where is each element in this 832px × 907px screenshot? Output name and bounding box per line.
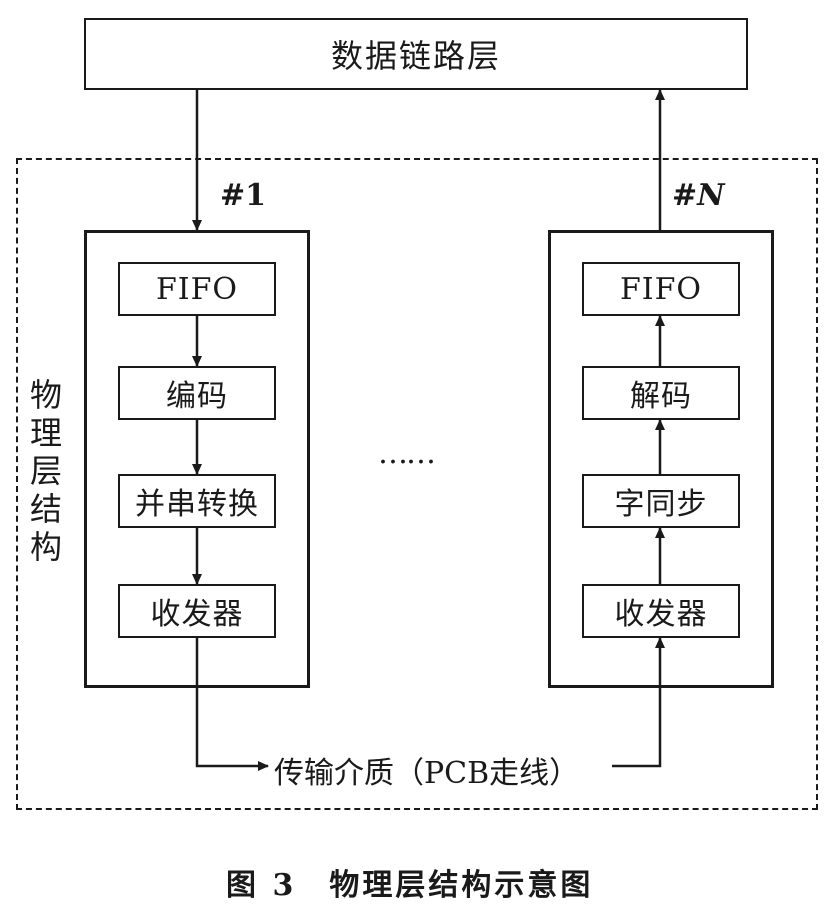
lane-n-transceiver-box: 收发器 bbox=[582, 584, 740, 638]
lane-1-transceiver-box: 收发器 bbox=[118, 584, 276, 638]
physical-layer-region bbox=[16, 158, 818, 810]
lane-n-word-sync-box: 字同步 bbox=[582, 474, 740, 528]
lane-1-tag: #1 bbox=[220, 178, 267, 213]
ellipsis-label: …… bbox=[378, 436, 436, 471]
physical-layer-label: 物理层结构 bbox=[30, 376, 63, 566]
lane-1-serializer-box: 并串转换 bbox=[118, 474, 276, 528]
data-link-layer-box: 数据链路层 bbox=[84, 18, 748, 90]
figure-caption: 图 3 物理层结构示意图 bbox=[226, 868, 594, 903]
lane-1-encoder-box: 编码 bbox=[118, 366, 276, 420]
lane-n-fifo-box: FIFO bbox=[582, 262, 740, 316]
arrow-transceiver-to-medium bbox=[195, 638, 269, 771]
lane-1-fifo-box: FIFO bbox=[118, 262, 276, 316]
lane-n-tag: #N bbox=[672, 178, 725, 213]
transmission-medium-label: 传输介质（PCB走线） bbox=[274, 756, 580, 791]
arrow-medium-to-lane-n bbox=[612, 637, 665, 768]
lane-n-decoder-box: 解码 bbox=[582, 366, 740, 420]
